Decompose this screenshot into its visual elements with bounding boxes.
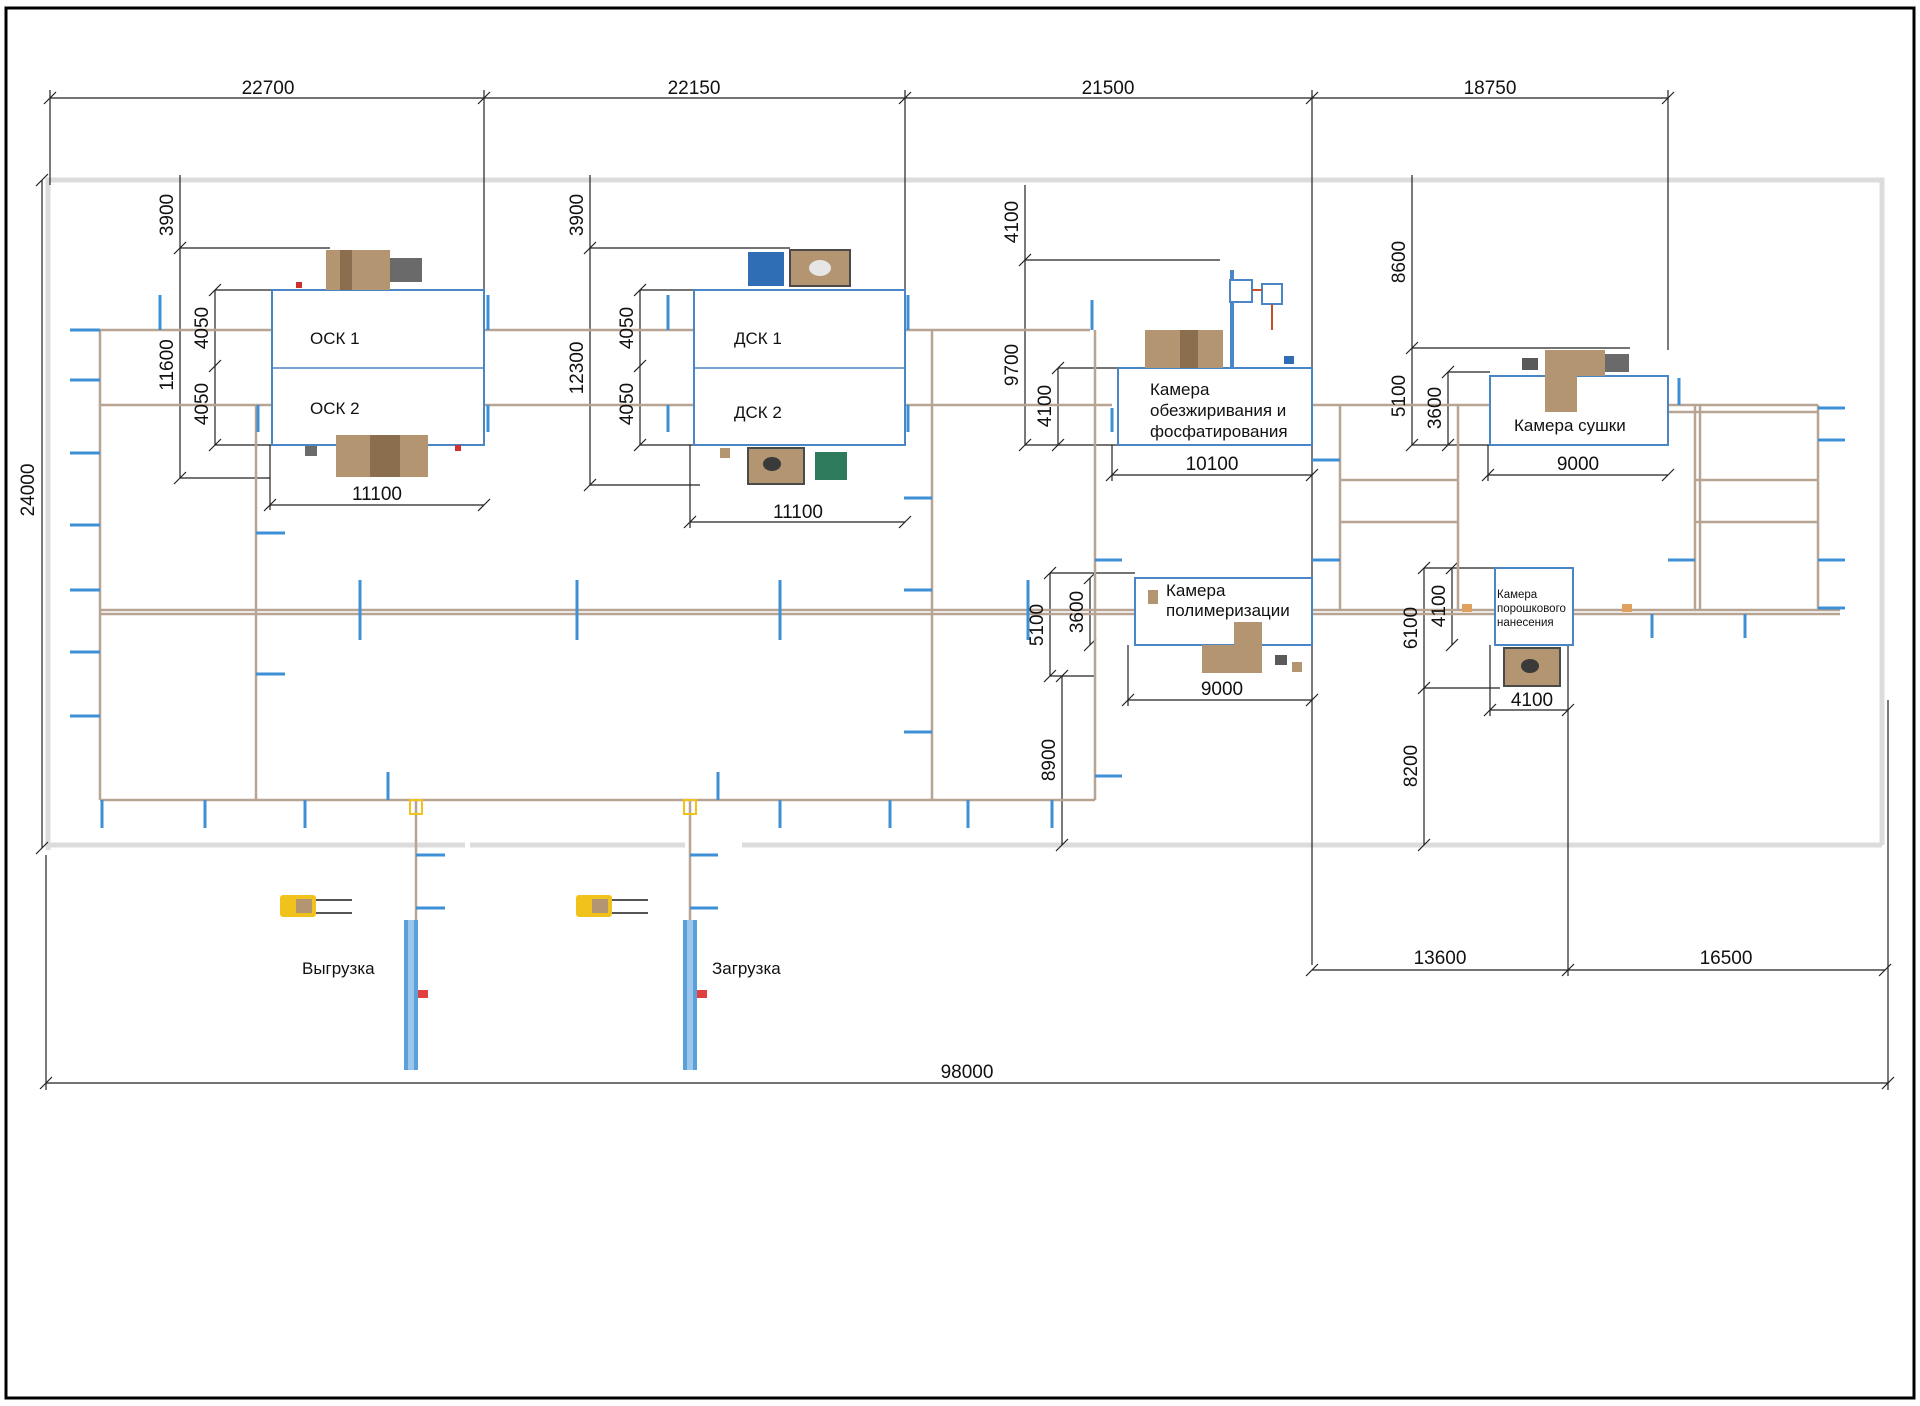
dim-bottom-right-2: 16500 [1700, 948, 1753, 969]
dim-powder-width: 4100 [1511, 690, 1553, 711]
dim-poly-5100: 5100 [1027, 604, 1048, 646]
dim-dsk-4050-bottom: 4050 [617, 383, 638, 425]
dim-osk-11600: 11600 [157, 339, 178, 390]
forklift-icon [576, 895, 648, 917]
booth-dsk [693, 289, 906, 446]
dim-overall-width: 98000 [941, 1062, 994, 1083]
label-degrease-line2: обезжиривания и [1150, 401, 1286, 420]
poly-equipment [1148, 590, 1302, 673]
label-poly-line1: Камера [1166, 581, 1226, 600]
booth-osk [271, 289, 485, 446]
dim-top-3: 21500 [1082, 78, 1135, 99]
dim-powder-8200: 8200 [1401, 745, 1422, 787]
label-osk1: ОСК 1 [310, 329, 360, 348]
label-osk2: ОСК 2 [310, 399, 360, 418]
dsk-top-equipment [748, 249, 851, 287]
dim-dryer-3600: 3600 [1425, 387, 1446, 429]
label-powder-line3: нанесения [1497, 617, 1554, 629]
dim-dsk-width: 11100 [773, 502, 823, 523]
osk-bottom-equipment [305, 435, 461, 477]
label-dsk1: ДСК 1 [734, 329, 782, 348]
dim-poly-width: 9000 [1201, 679, 1243, 700]
label-poly-line2: полимеризации [1166, 601, 1290, 620]
booth-degrease [1117, 367, 1313, 446]
label-powder-line2: порошкового [1497, 603, 1566, 615]
dim-top-4: 18750 [1464, 78, 1517, 99]
conveyor-marks [70, 295, 1845, 910]
unload-station [404, 799, 428, 1070]
dim-dsk-3900: 3900 [567, 194, 588, 236]
hall-outline [45, 177, 1885, 850]
dsk-bottom-equipment [720, 447, 847, 485]
dim-poly-8900: 8900 [1039, 739, 1060, 781]
dim-dryer-8600: 8600 [1389, 241, 1410, 283]
drawing-frame [4, 6, 1916, 1400]
dim-degrease-width: 10100 [1186, 454, 1239, 475]
dim-bottom-right-1: 13600 [1414, 948, 1467, 969]
dim-top-2: 22150 [668, 78, 721, 99]
dim-overall-height: 24000 [18, 464, 39, 517]
label-load: Загрузка [712, 959, 781, 978]
dim-powder-6100: 6100 [1401, 607, 1422, 649]
label-unload: Выгрузка [302, 959, 375, 978]
dryer-equipment [1522, 350, 1629, 412]
booth-poly [1134, 577, 1313, 646]
dim-top-1: 22700 [242, 78, 295, 99]
label-dsk2: ДСК 2 [734, 403, 782, 422]
label-degrease-line1: Камера [1150, 380, 1210, 399]
dim-dryer-5100: 5100 [1389, 375, 1410, 417]
booth-powder [1494, 567, 1574, 646]
dim-degrease-4100: 4100 [1035, 385, 1056, 427]
degrease-equipment [1145, 270, 1294, 368]
osk-top-equipment [296, 250, 422, 290]
label-powder-line1: Камера [1497, 589, 1538, 601]
dim-degrease-9700: 9700 [1002, 344, 1023, 386]
dim-powder-4100: 4100 [1429, 585, 1450, 627]
dim-osk-4050-bottom: 4050 [192, 383, 213, 425]
dim-osk-3900: 3900 [157, 194, 178, 236]
dim-osk-width: 11100 [352, 484, 402, 505]
forklift-icon [280, 895, 352, 917]
equipment-blocks [296, 249, 1632, 687]
dim-poly-3600: 3600 [1067, 591, 1088, 633]
label-degrease-line3: фосфатирования [1150, 422, 1288, 441]
powder-equipment [1462, 604, 1632, 687]
label-dryer: Камера сушки [1514, 416, 1626, 435]
dim-osk-4050-top: 4050 [192, 307, 213, 349]
dim-dryer-width: 9000 [1557, 454, 1599, 475]
dim-dsk-4050-top: 4050 [617, 307, 638, 349]
load-station [683, 799, 707, 1070]
dim-degrease-4100-top: 4100 [1002, 201, 1023, 243]
dimension-lines [35, 90, 1895, 1090]
dim-dsk-12300: 12300 [567, 342, 588, 395]
